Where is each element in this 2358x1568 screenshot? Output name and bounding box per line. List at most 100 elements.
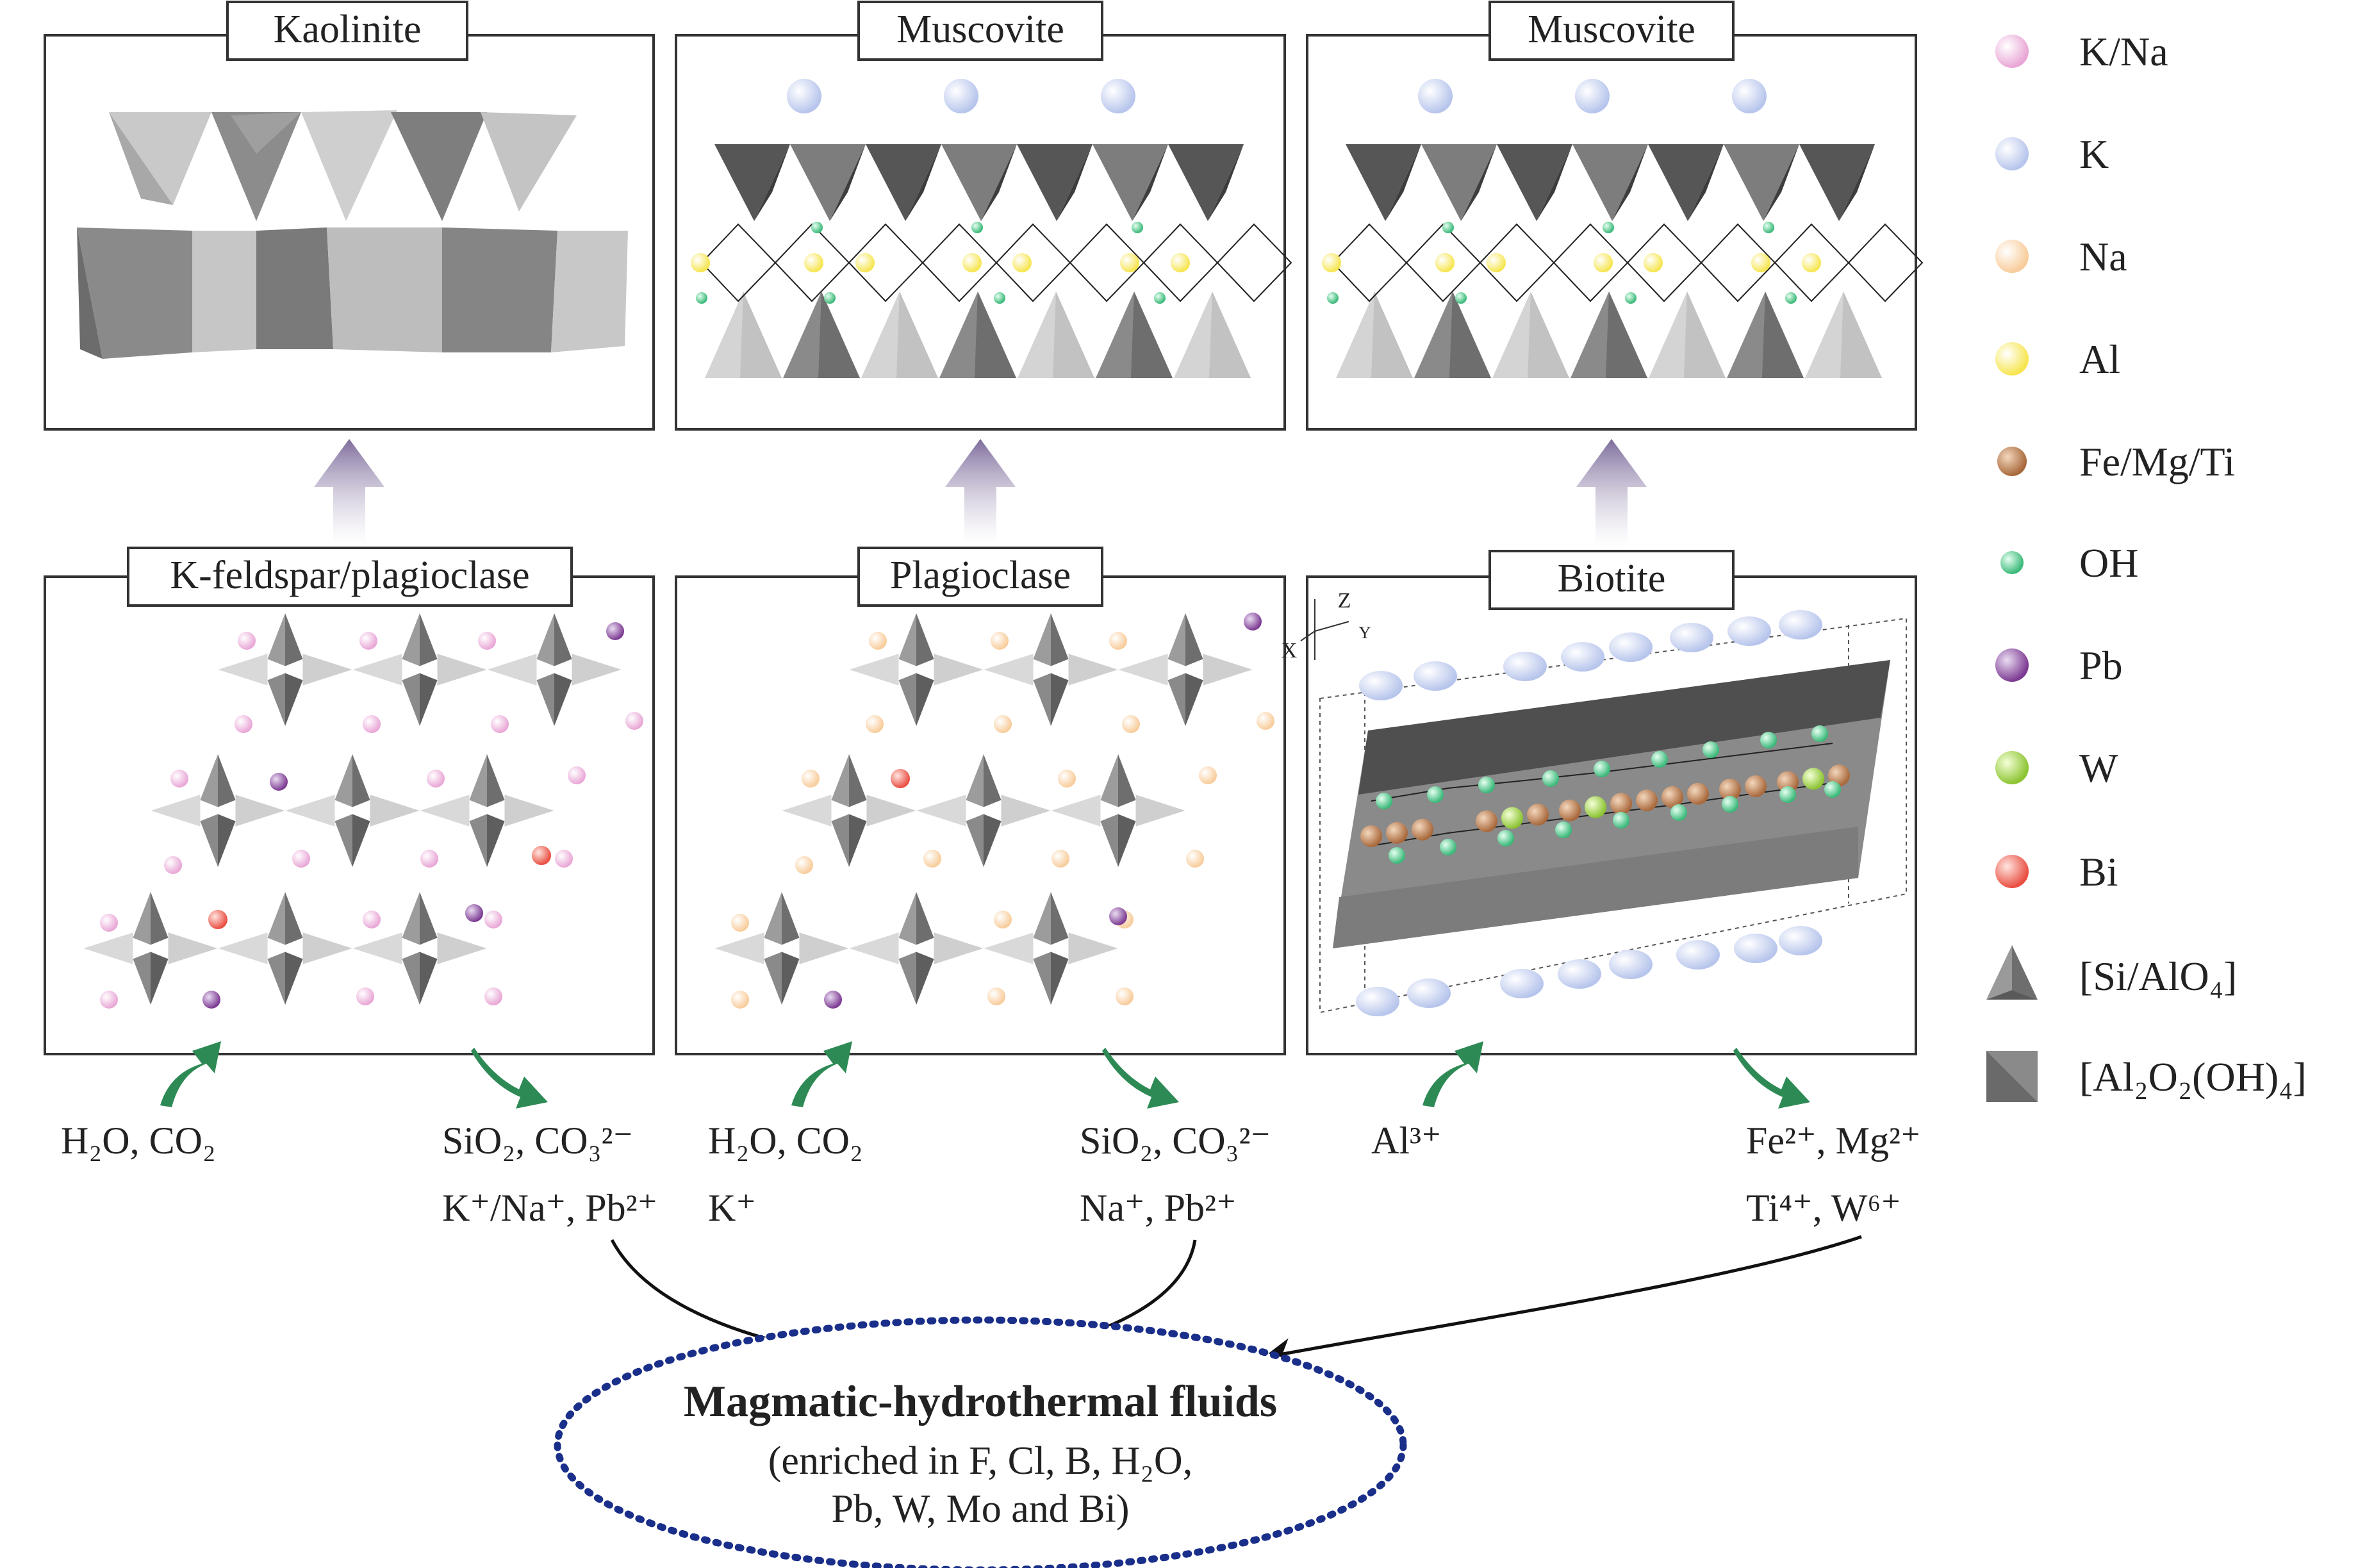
title-biotite: Biotite <box>1558 557 1666 600</box>
alkali-ion <box>1257 712 1274 730</box>
tetrahedron <box>1033 673 1051 726</box>
tetrahedron <box>916 613 934 666</box>
tetrahedron <box>754 144 790 221</box>
tetrahedron <box>437 932 487 964</box>
bi-ion <box>208 910 227 929</box>
tetrahedron <box>898 952 916 1005</box>
tetrahedron <box>764 892 782 945</box>
alkali-ion <box>923 850 941 868</box>
tetrahedron <box>898 613 916 666</box>
alkali-ion <box>356 987 374 1005</box>
al-ion <box>1644 253 1663 272</box>
flow-text-p2-out-1: SiO₂, CO₃²⁻ <box>1080 1119 1271 1162</box>
alkali-ion <box>100 991 118 1009</box>
fe-mg-ti-ion <box>1828 764 1850 787</box>
alkali-ion <box>1186 850 1204 868</box>
tetrahedron <box>285 952 303 1005</box>
tetrahedron <box>1385 144 1421 221</box>
alkali-ion <box>170 770 188 788</box>
alkali-ion <box>427 770 445 788</box>
k-ion <box>787 79 821 113</box>
flow-out-arrow-1 <box>471 1048 548 1109</box>
al-ion <box>1751 253 1770 272</box>
muscovite-structure <box>1322 79 1924 378</box>
tetrahedron <box>714 144 790 221</box>
tetrahedron <box>200 754 218 807</box>
k-ion <box>1561 642 1604 672</box>
tetrahedron <box>1449 292 1491 378</box>
tetrahedron <box>420 673 438 726</box>
tetrahedron <box>896 292 938 378</box>
alkali-ion <box>491 715 509 733</box>
flow-in-arrow-1 <box>160 1041 221 1107</box>
alkali-ion <box>994 911 1012 928</box>
fluid-line-2: Pb, W, Mo and Bi) <box>831 1487 1129 1531</box>
alkali-ion <box>994 715 1012 733</box>
alkali-ion <box>1116 987 1134 1005</box>
pb-ion <box>202 991 220 1009</box>
fe-mg-ti-ion <box>1719 779 1741 801</box>
flow-text-p2-out-2: Na⁺, Pb²⁺ <box>1080 1187 1237 1229</box>
alkali-ion <box>1051 850 1069 868</box>
tetrahedron <box>1118 654 1168 686</box>
tetrahedron <box>849 754 867 807</box>
tetrahedron <box>1724 144 1799 221</box>
feldspar-structure <box>83 613 643 1009</box>
tetrahedron <box>352 754 370 807</box>
al-ion <box>1120 253 1139 272</box>
flow-text-p2-in-1: H₂O, CO₂ <box>708 1119 863 1162</box>
flow-text-p3-in-1: Al³⁺ <box>1371 1119 1442 1162</box>
tetrahedron <box>1537 144 1572 221</box>
tetrahedron <box>934 932 984 964</box>
tetrahedron <box>1131 292 1173 378</box>
tetrahedron <box>1051 613 1069 666</box>
title-muscovite-1: Muscovite <box>896 8 1064 51</box>
tetrahedron <box>487 814 505 867</box>
legend-femgti-icon <box>1997 447 2027 476</box>
title-plagioclase: Plagioclase <box>890 554 1071 597</box>
tetrahedron <box>487 754 505 807</box>
legend-label-pb: Pb <box>2079 643 2123 688</box>
legend-bi-icon <box>1995 855 2029 888</box>
flow-text-p1-out-2: K⁺/Na⁺, Pb²⁺ <box>442 1187 657 1229</box>
tetrahedron <box>830 144 866 221</box>
tetrahedron <box>1132 144 1168 221</box>
tetrahedron <box>554 673 572 726</box>
tetrahedron <box>133 892 151 945</box>
pb-ion <box>1244 613 1262 631</box>
tetrahedron <box>1461 144 1497 221</box>
fe-mg-ti-ion <box>1559 799 1581 821</box>
fe-mg-ti-ion <box>1386 821 1408 844</box>
alkali-ion <box>478 632 496 650</box>
fe-mg-ti-ion <box>1360 825 1382 847</box>
tetrahedron <box>168 932 218 964</box>
biotite-ions <box>1356 610 1850 1016</box>
tetrahedron <box>764 952 782 1005</box>
fe-mg-ti-ion <box>1476 810 1497 832</box>
legend-label-femgti: Fe/Mg/Ti <box>2079 439 2235 484</box>
tetrahedron <box>1209 292 1251 378</box>
tetrahedron <box>285 892 303 945</box>
k-ion <box>1359 671 1403 700</box>
tetrahedron <box>285 673 303 726</box>
tetrahedron <box>352 814 370 867</box>
alkali-ion <box>100 914 118 932</box>
tetrahedron <box>1001 795 1051 827</box>
oh-ion <box>1670 804 1687 821</box>
oh-ion <box>1722 796 1738 813</box>
legend-label-si-alo4: [Si/AlO₄] <box>2079 953 2237 999</box>
kaolinite-structure <box>77 110 628 359</box>
tetrahedron <box>981 144 1017 221</box>
tetrahedron <box>1057 144 1092 221</box>
legend-k-icon <box>1995 137 2029 170</box>
k-ion <box>1500 969 1544 998</box>
k-ion <box>1407 978 1451 1008</box>
tetrahedron <box>1118 754 1136 807</box>
k-ion <box>1670 623 1713 652</box>
muscovite-structure <box>691 79 1292 378</box>
tetrahedron <box>420 952 438 1005</box>
tetrahedron <box>1799 144 1875 221</box>
oh-ion <box>811 222 823 233</box>
tetrahedron <box>536 613 554 666</box>
tetrahedron <box>898 673 916 726</box>
